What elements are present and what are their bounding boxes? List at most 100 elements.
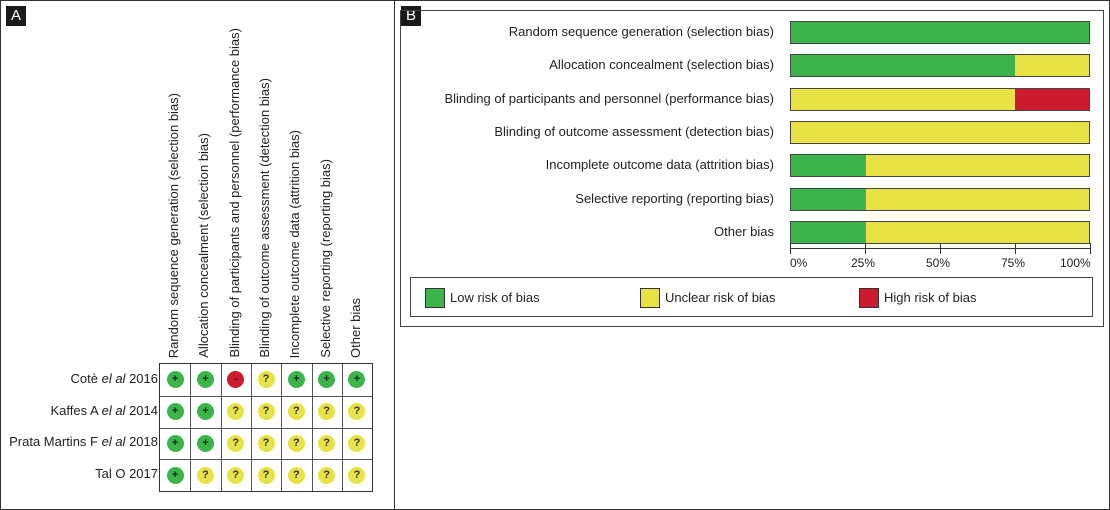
bar-segment-low bbox=[791, 221, 866, 243]
x-axis-tick-label: 100% bbox=[1060, 256, 1091, 270]
rating-low-icon: + bbox=[196, 371, 214, 389]
bar-segment-unclear bbox=[791, 88, 1015, 110]
rating-low-icon: + bbox=[318, 371, 336, 389]
study-label: Tal O 2017 bbox=[95, 466, 158, 482]
stacked-bar bbox=[790, 54, 1090, 78]
rating-low-icon: + bbox=[287, 371, 305, 389]
rating-unclear-icon: ? bbox=[196, 466, 214, 484]
rating-unclear-icon: ? bbox=[257, 434, 275, 452]
bar-segment-unclear bbox=[865, 155, 1089, 177]
study-year: 2014 bbox=[125, 402, 158, 418]
rating-high-icon: - bbox=[227, 371, 245, 389]
rating-unclear-icon: ? bbox=[348, 403, 366, 421]
bar-segment-high bbox=[1014, 88, 1089, 110]
x-axis-tick bbox=[790, 243, 791, 254]
study-etal: el al bbox=[101, 402, 126, 418]
rating-unclear-icon: ? bbox=[257, 403, 275, 421]
panel-divider bbox=[394, 0, 395, 510]
rating-unclear-icon: ? bbox=[227, 434, 245, 452]
rating-low-icon: + bbox=[166, 403, 184, 421]
rating-low-icon: + bbox=[166, 466, 184, 484]
bar-segment-unclear bbox=[791, 121, 1089, 143]
study-name: Cotè bbox=[70, 370, 102, 386]
bar-category-label: Other bias bbox=[714, 223, 774, 239]
study-label: Cotè el al 2016 bbox=[71, 371, 158, 387]
domain-column-label: Blinding of participants and personnel (… bbox=[225, 18, 245, 358]
bar-segment-unclear bbox=[865, 221, 1089, 243]
bar-category-label: Random sequence generation (selection bi… bbox=[508, 24, 774, 39]
bar-category-label: Allocation concealment (selection bias) bbox=[549, 57, 774, 73]
rating-unclear-icon: ? bbox=[287, 403, 305, 421]
domain-column-label-text: Other bias bbox=[347, 298, 363, 358]
grid-line-horizontal bbox=[160, 395, 372, 397]
legend-swatch-unclear bbox=[640, 288, 660, 308]
domain-column-label: Selective reporting (reporting bias) bbox=[316, 18, 336, 358]
rating-low-icon: + bbox=[196, 434, 214, 452]
legend-label: High risk of bias bbox=[884, 290, 977, 305]
stacked-bar bbox=[790, 220, 1090, 244]
x-axis-tick bbox=[1090, 243, 1091, 254]
x-axis-tick-label: 0% bbox=[790, 256, 808, 270]
bar-category-label: Selective reporting (reporting bias) bbox=[575, 190, 774, 206]
bar-segment-unclear bbox=[1014, 55, 1089, 77]
grid-line-horizontal bbox=[160, 459, 372, 461]
legend-label: Low risk of bias bbox=[450, 290, 540, 305]
summary-grid: ++-?+++++?????++?????+?????? bbox=[159, 363, 373, 492]
domain-column-label: Allocation concealment (selection bias) bbox=[194, 18, 214, 358]
rating-unclear-icon: ? bbox=[227, 466, 245, 484]
legend-label: Unclear risk of bias bbox=[665, 290, 776, 305]
stacked-bar bbox=[790, 187, 1090, 211]
domain-column-label: Other bias bbox=[346, 18, 366, 358]
study-year: 2018 bbox=[125, 434, 158, 450]
domain-column-label: Blinding of outcome assessment (detectio… bbox=[255, 18, 275, 358]
legend: Low risk of bias Unclear risk of bias High… bbox=[410, 277, 1093, 317]
legend-swatch-low bbox=[425, 288, 445, 308]
x-axis-tick-label: 75% bbox=[1001, 256, 1026, 270]
bar-segment-unclear bbox=[865, 188, 1089, 210]
study-name: Kaffes A bbox=[50, 402, 102, 418]
panel-b-label: B bbox=[401, 6, 421, 26]
bar-category-label: Incomplete outcome data (attrition bias) bbox=[545, 157, 774, 173]
bar-segment-low bbox=[791, 55, 1015, 77]
rating-unclear-icon: ? bbox=[227, 403, 245, 421]
domain-column-label-text: Random sequence generation (selection bi… bbox=[166, 92, 182, 358]
grid-line-horizontal bbox=[160, 427, 372, 429]
stacked-bar bbox=[790, 120, 1090, 144]
bar-category-label: Blinding of participants and personnel (… bbox=[444, 90, 774, 106]
domain-column-label-text: Allocation concealment (selection bias) bbox=[196, 133, 212, 358]
domain-column-label-text: Incomplete outcome data (attrition bias) bbox=[287, 129, 303, 358]
graph-frame bbox=[400, 10, 1104, 327]
x-axis-tick bbox=[1015, 243, 1016, 254]
bar-segment-low bbox=[791, 22, 1089, 43]
rating-low-icon: + bbox=[166, 434, 184, 452]
x-axis-tick-label: 50% bbox=[926, 256, 951, 270]
domain-column-label: Random sequence generation (selection bi… bbox=[164, 18, 184, 358]
x-axis-tick bbox=[865, 243, 866, 254]
x-axis-tick-label: 25% bbox=[851, 256, 876, 270]
rating-unclear-icon: ? bbox=[318, 403, 336, 421]
rating-unclear-icon: ? bbox=[318, 434, 336, 452]
bar-segment-low bbox=[791, 188, 866, 210]
rating-unclear-icon: ? bbox=[348, 466, 366, 484]
study-name: Prata Martins F bbox=[9, 434, 102, 450]
rating-unclear-icon: ? bbox=[348, 434, 366, 452]
study-label: Prata Martins F el al 2018 bbox=[9, 434, 158, 450]
rating-low-icon: + bbox=[196, 403, 214, 421]
legend-swatch-high bbox=[859, 288, 879, 308]
stacked-bar bbox=[790, 87, 1090, 111]
x-axis-tick bbox=[940, 243, 941, 254]
bar-segment-low bbox=[791, 155, 866, 177]
rating-unclear-icon: ? bbox=[287, 466, 305, 484]
stacked-bar bbox=[790, 21, 1090, 44]
domain-column-label-text: Blinding of participants and personnel (… bbox=[226, 28, 242, 358]
rating-low-icon: + bbox=[166, 371, 184, 389]
bar-category-label: Blinding of outcome assessment (detectio… bbox=[494, 123, 774, 139]
panel-a-label: A bbox=[6, 6, 26, 26]
study-year: 2016 bbox=[125, 370, 158, 386]
rating-unclear-icon: ? bbox=[257, 371, 275, 389]
study-label: Kaffes A el al 2014 bbox=[51, 403, 159, 419]
stacked-bar bbox=[790, 154, 1090, 178]
study-name: Tal O 2017 bbox=[95, 466, 158, 482]
rating-unclear-icon: ? bbox=[257, 466, 275, 484]
domain-column-label: Incomplete outcome data (attrition bias) bbox=[285, 18, 305, 358]
